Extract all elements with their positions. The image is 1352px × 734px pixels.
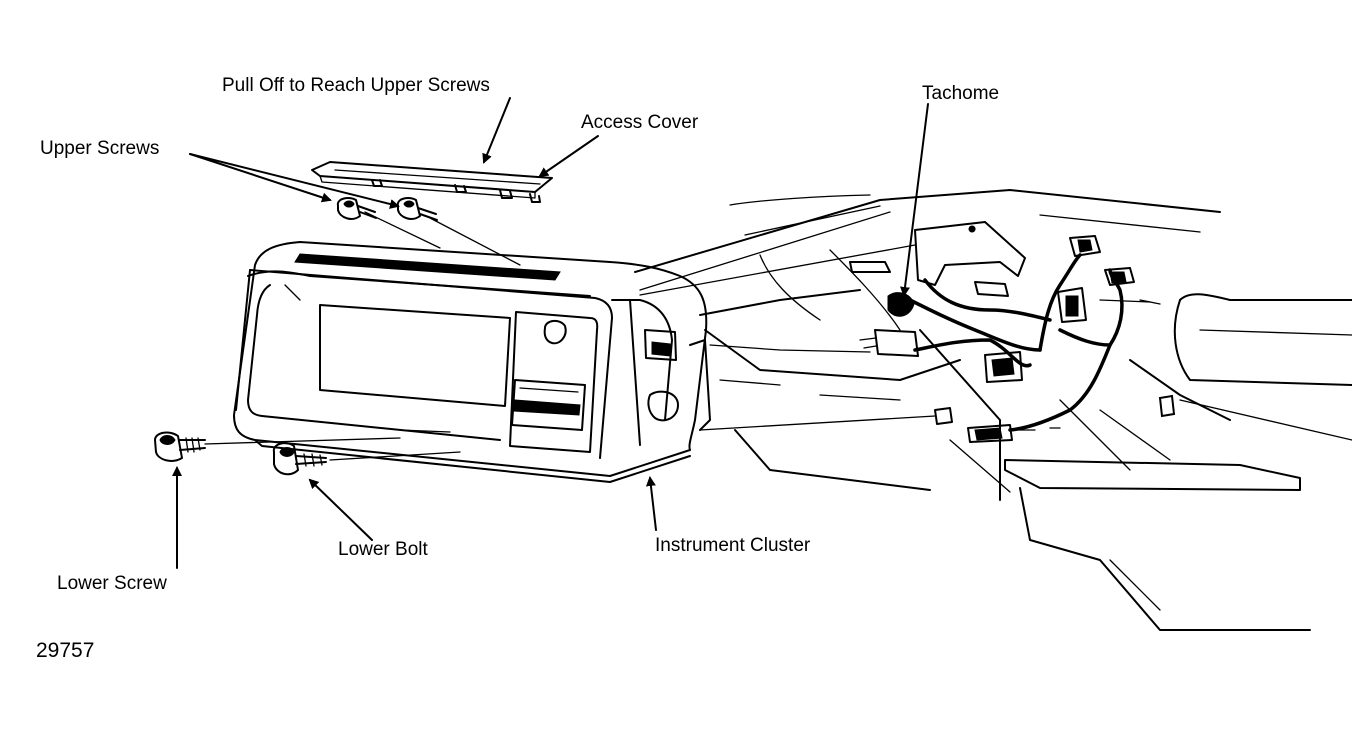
dashboard-drawing xyxy=(634,189,1352,631)
label-access-cover: Access Cover xyxy=(581,112,699,133)
upper-screws-drawing xyxy=(336,197,438,221)
figure-number: 29757 xyxy=(36,639,95,662)
label-upper-screws: Upper Screws xyxy=(40,138,160,159)
leader-arrows xyxy=(172,97,929,569)
access-cover-drawing xyxy=(311,161,553,203)
label-lower-bolt: Lower Bolt xyxy=(338,539,428,560)
label-tachome: Tachome xyxy=(922,83,1000,104)
tachometer-assembly xyxy=(849,221,1135,443)
label-pull-off: Pull Off to Reach Upper Screws xyxy=(222,75,490,96)
alignment-lines xyxy=(204,211,936,461)
label-lower-screw: Lower Screw xyxy=(57,573,167,594)
lower-fasteners-drawing xyxy=(154,431,327,476)
instrument-cluster-drawing xyxy=(233,241,711,483)
label-instrument-cluster: Instrument Cluster xyxy=(655,535,811,556)
